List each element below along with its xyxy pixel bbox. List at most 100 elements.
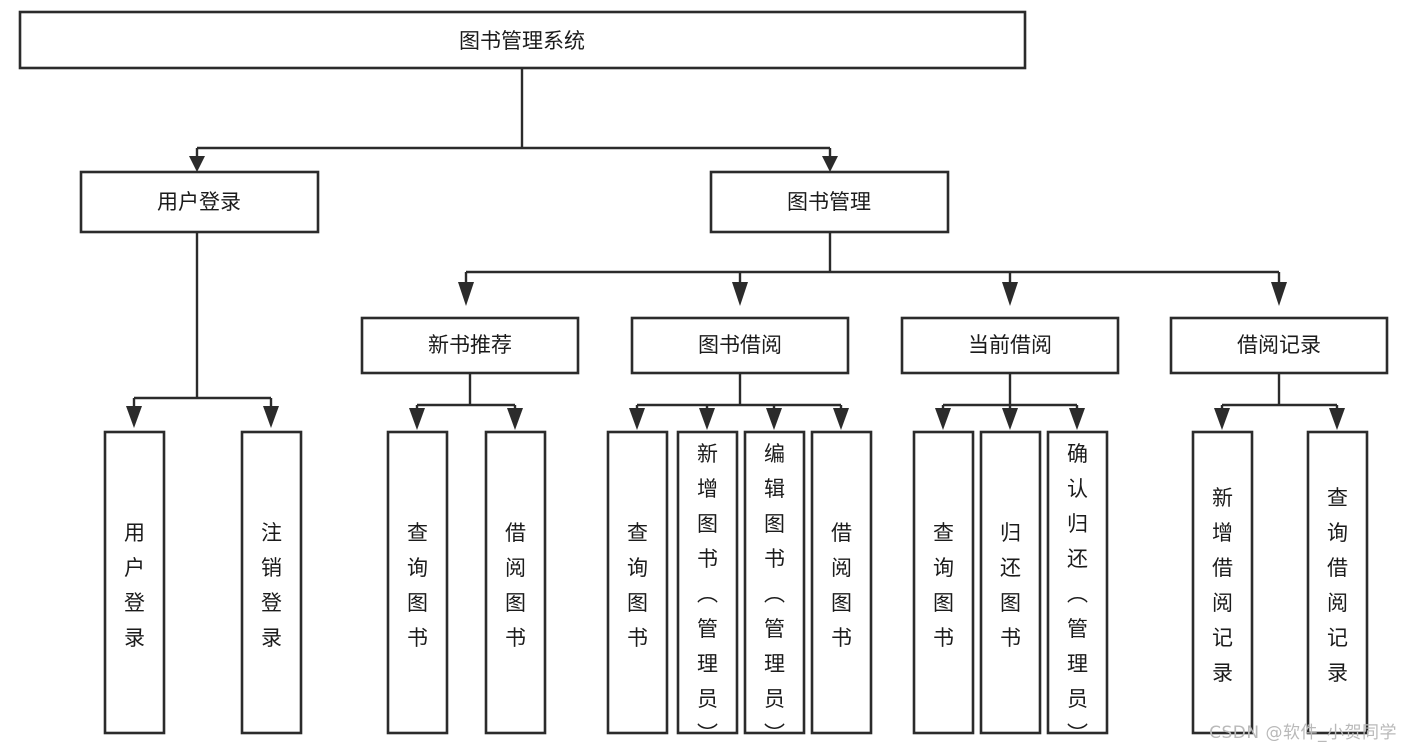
svg-text:借: 借	[831, 521, 852, 545]
node-leaf-br-add-record-box	[1191, 430, 1254, 735]
node-leaf-bb-borrow-book-box	[810, 430, 873, 735]
svg-text:录: 录	[1327, 661, 1348, 685]
svg-text:还: 还	[1067, 547, 1088, 571]
svg-text:书: 书	[407, 626, 428, 650]
svg-text:图: 图	[933, 591, 954, 615]
leaf-text-user-login: 用户登录	[124, 521, 145, 650]
svg-text:查: 查	[1327, 486, 1348, 510]
node-leaf-bb-query-book[interactable]	[606, 430, 669, 735]
node-leaf-cb-query-book-box	[912, 430, 975, 735]
svg-text:记: 记	[1212, 626, 1233, 650]
node-leaf-cb-confirm-return-box	[1046, 430, 1109, 735]
svg-text:新: 新	[697, 442, 718, 466]
svg-text:编: 编	[764, 442, 785, 466]
node-leaf-br-query-record[interactable]	[1306, 430, 1369, 735]
svg-text:员: 员	[697, 687, 718, 711]
svg-text:销: 销	[261, 556, 282, 580]
svg-text:阅: 阅	[1327, 591, 1348, 615]
svg-text:查: 查	[627, 521, 648, 545]
node-leaf-user-login[interactable]	[103, 430, 166, 735]
node-leaf-cb-return-book[interactable]	[979, 430, 1042, 735]
arrowhead-borrow-leaf2	[699, 408, 715, 430]
node-leaf-cb-confirm-return[interactable]	[1046, 430, 1109, 735]
svg-text:图: 图	[697, 512, 718, 536]
node-user-login[interactable]: 用户登录	[79, 170, 320, 234]
arrowhead-leaf-user-login	[126, 406, 142, 428]
svg-text:员: 员	[1067, 687, 1088, 711]
node-leaf-logout[interactable]	[240, 430, 303, 735]
node-leaf-bb-add-book[interactable]	[676, 430, 739, 735]
svg-text:增: 增	[1212, 521, 1233, 545]
node-borrow-record-box	[1169, 316, 1389, 375]
svg-text:归: 归	[1000, 521, 1021, 545]
node-leaf-bb-borrow-book[interactable]	[810, 430, 873, 735]
svg-text:书: 书	[697, 547, 718, 571]
svg-text:管: 管	[697, 617, 718, 641]
node-leaf-cb-query-book[interactable]	[912, 430, 975, 735]
node-book-borrow-label: 图书借阅	[698, 333, 782, 357]
node-new-book-recommend[interactable]: 新书推荐	[360, 316, 580, 375]
node-root-system[interactable]: 图书管理系统	[18, 10, 1027, 70]
node-root-box	[18, 10, 1027, 70]
svg-text:管: 管	[764, 617, 785, 641]
svg-text:询: 询	[933, 556, 954, 580]
node-user-login-box	[79, 170, 320, 234]
svg-text:录: 录	[1212, 661, 1233, 685]
node-leaf-nb-borrow-book[interactable]	[484, 430, 547, 735]
svg-text:书: 书	[627, 626, 648, 650]
svg-text:新: 新	[1212, 486, 1233, 510]
svg-text:︵: ︵	[764, 582, 785, 606]
svg-text:书: 书	[1000, 626, 1021, 650]
node-borrow-record-label: 借阅记录	[1237, 333, 1321, 357]
svg-text:还: 还	[1000, 556, 1021, 580]
svg-text:图: 图	[831, 591, 852, 615]
arrowhead-newbook-leaf1	[409, 408, 425, 430]
svg-text:询: 询	[627, 556, 648, 580]
svg-text:注: 注	[261, 521, 282, 545]
csdn-watermark: CSDN @软件_小贺同学	[1209, 723, 1397, 743]
svg-text:借: 借	[1327, 556, 1348, 580]
svg-text:询: 询	[407, 556, 428, 580]
svg-text:理: 理	[697, 652, 718, 676]
arrowhead-record-leaf2	[1329, 408, 1345, 430]
svg-text:︶: ︶	[1067, 722, 1088, 746]
node-book-borrow[interactable]: 图书借阅	[630, 316, 850, 375]
svg-text:借: 借	[1212, 556, 1233, 580]
node-book-management[interactable]: 图书管理	[709, 170, 950, 234]
node-leaf-br-add-record[interactable]	[1191, 430, 1254, 735]
svg-text:书: 书	[831, 626, 852, 650]
node-leaf-nb-query-book[interactable]	[386, 430, 449, 735]
svg-text:书: 书	[933, 626, 954, 650]
arrowhead-book-mgmt	[822, 156, 838, 172]
svg-text:登: 登	[124, 591, 145, 615]
svg-text:用: 用	[124, 521, 145, 545]
svg-text:记: 记	[1327, 626, 1348, 650]
svg-text:︶: ︶	[697, 722, 718, 746]
svg-text:图: 图	[1000, 591, 1021, 615]
svg-text:户: 户	[124, 556, 145, 580]
svg-text:图: 图	[627, 591, 648, 615]
svg-text:︵: ︵	[1067, 582, 1088, 606]
svg-text:图: 图	[764, 512, 785, 536]
svg-text:查: 查	[933, 521, 954, 545]
node-new-book-recommend-label: 新书推荐	[428, 333, 512, 357]
node-borrow-record[interactable]: 借阅记录	[1169, 316, 1389, 375]
svg-text:阅: 阅	[505, 556, 526, 580]
node-leaf-bb-edit-book[interactable]	[743, 430, 806, 735]
svg-text:录: 录	[124, 626, 145, 650]
node-current-borrow[interactable]: 当前借阅	[900, 316, 1120, 375]
svg-text:︶: ︶	[764, 722, 785, 746]
arrowhead-newbook-leaf2	[507, 408, 523, 430]
node-current-borrow-box	[900, 316, 1120, 375]
